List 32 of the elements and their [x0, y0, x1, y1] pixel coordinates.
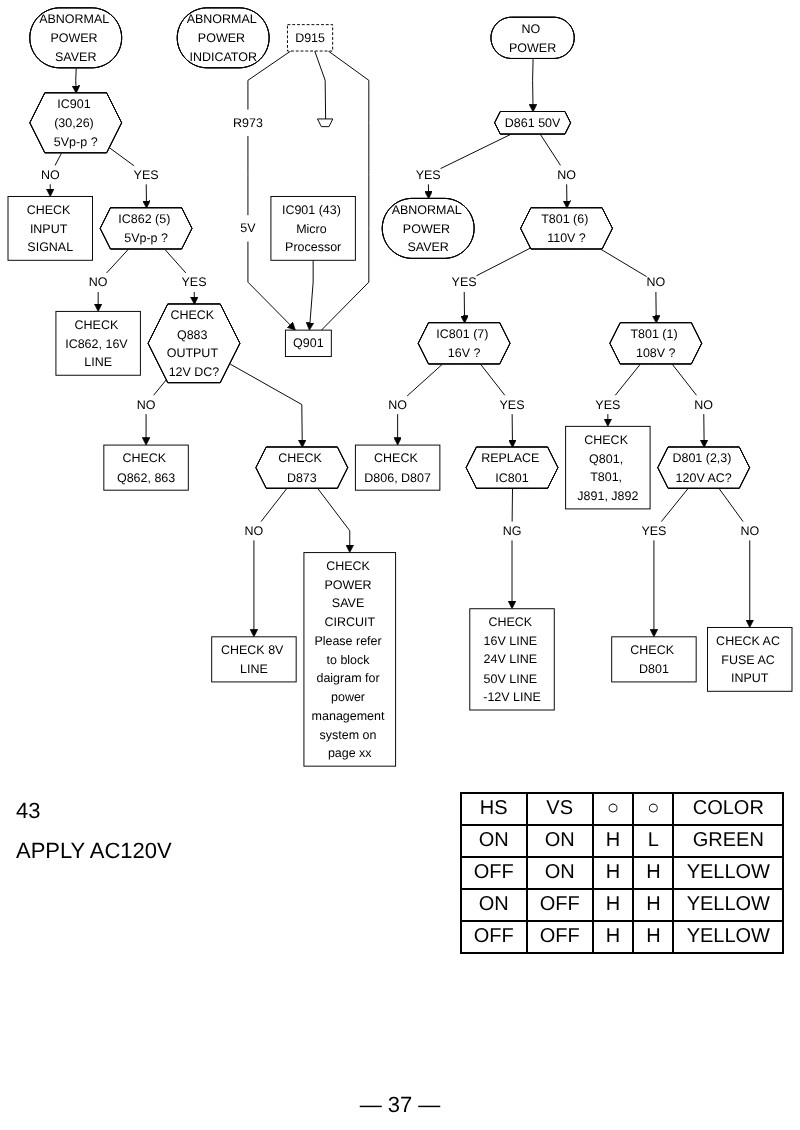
table-cell: OFF: [460, 857, 527, 889]
column-header: HS: [460, 793, 527, 825]
column-header: COLOR: [673, 793, 783, 825]
table-cell: H: [592, 825, 634, 857]
table-cell: H: [633, 857, 674, 889]
table-cell: H: [633, 921, 674, 953]
table-cell: H: [633, 889, 674, 921]
connector: [320, 50, 370, 331]
table-cell: ON: [526, 825, 593, 857]
table-cell: YELLOW: [673, 889, 783, 921]
pin-number: 43: [16, 800, 43, 824]
table-cell: OFF: [526, 921, 593, 953]
table-cell: OFF: [526, 889, 593, 921]
table-cell: H: [592, 921, 634, 953]
table-cell: YELLOW: [673, 921, 783, 953]
table-cell: ON: [460, 889, 527, 921]
node-ground: [317, 118, 334, 128]
instruction-note: APPLY AC120V: [16, 840, 172, 864]
column-header: ○: [633, 793, 674, 825]
page-number: — 37 —: [359, 1094, 441, 1118]
table-cell: H: [592, 889, 634, 921]
table-cell: ON: [526, 857, 593, 889]
table-cell: H: [592, 857, 634, 889]
connector: [314, 50, 327, 120]
table-cell: ON: [460, 825, 527, 857]
column-header: ○: [592, 793, 634, 825]
table-cell: L: [633, 825, 674, 857]
connector: [247, 50, 292, 111]
column-header: VS: [526, 793, 593, 825]
table-cell: YELLOW: [673, 857, 783, 889]
table-cell: OFF: [460, 921, 527, 953]
table-cell: GREEN: [673, 825, 783, 857]
